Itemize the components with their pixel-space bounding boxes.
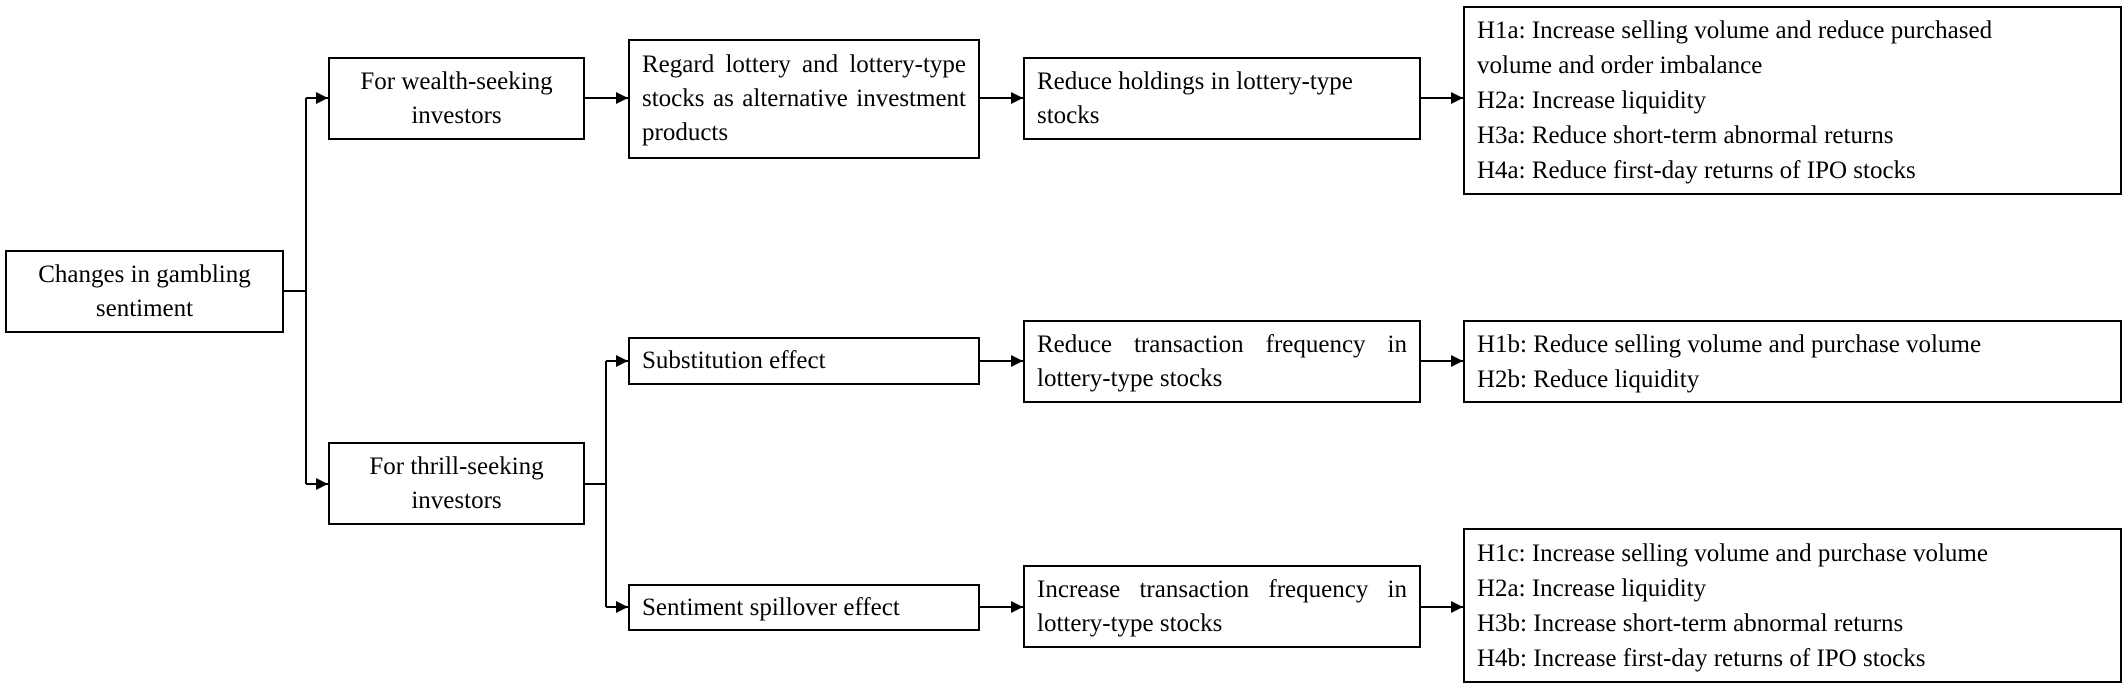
substitution-effect-label: Substitution effect (642, 347, 826, 374)
reduce-frequency-label: Reduce transaction frequency in lottery-… (1037, 330, 1407, 392)
hypotheses-b-box: H1b: Reduce selling volume and purchase … (1463, 320, 2122, 403)
root-node: Changes in gambling sentiment (5, 250, 284, 333)
reduce-holdings-label: Reduce holdings in lottery-type stocks (1037, 67, 1353, 129)
hypothesis-line: H2a: Increase liquidity (1477, 87, 1707, 114)
increase-frequency-label: Increase transaction frequency in lotter… (1037, 575, 1407, 637)
wealth-seeking-label: For wealth-seeking investors (360, 67, 553, 129)
hypothesis-line: H1a: Increase selling volume and reduce … (1477, 17, 1993, 44)
substitution-effect-node: Substitution effect (628, 337, 980, 385)
hypothesis-line: H2a: Increase liquidity (1477, 574, 1707, 602)
hypothesis-line: H1b: Reduce selling volume and purchase … (1477, 330, 1982, 358)
hypotheses-a-box: H1a: Increase selling volume and reduce … (1463, 6, 2122, 195)
sentiment-spillover-label: Sentiment spillover effect (642, 593, 900, 621)
wealth-seeking-node: For wealth-seeking investors (328, 57, 585, 140)
increase-frequency-node: Increase transaction frequency in lotter… (1023, 565, 1421, 648)
hypothesis-line: H4b: Increase first-day returns of IPO s… (1477, 644, 1926, 672)
hypotheses-c-box: H1c: Increase selling volume and purchas… (1463, 528, 2122, 683)
hypothesis-line: H1c: Increase selling volume and purchas… (1477, 539, 1988, 567)
hypothesis-line: H2b: Reduce liquidity (1477, 365, 1700, 393)
hypothesis-line: H3b: Increase short-term abnormal return… (1477, 609, 1904, 637)
reduce-frequency-node: Reduce transaction frequency in lottery-… (1023, 320, 1421, 403)
reduce-holdings-node: Reduce holdings in lottery-type stocks (1023, 57, 1421, 140)
hypothesis-line: H3a: Reduce short-term abnormal returns (1477, 122, 1894, 149)
sentiment-spillover-node: Sentiment spillover effect (628, 584, 980, 631)
hypothesis-line: H4a: Reduce first-day returns of IPO sto… (1477, 157, 1916, 184)
thrill-seeking-label: For thrill-seeking investors (369, 452, 544, 514)
hypothesis-line: volume and order imbalance (1477, 52, 1763, 79)
alternative-investment-node: Regard lottery and lottery-type stocks a… (628, 39, 980, 159)
alternative-investment-label: Regard lottery and lottery-type stocks a… (642, 51, 966, 146)
root-label: Changes in gambling sentiment (38, 260, 251, 322)
thrill-seeking-node: For thrill-seeking investors (328, 442, 585, 525)
